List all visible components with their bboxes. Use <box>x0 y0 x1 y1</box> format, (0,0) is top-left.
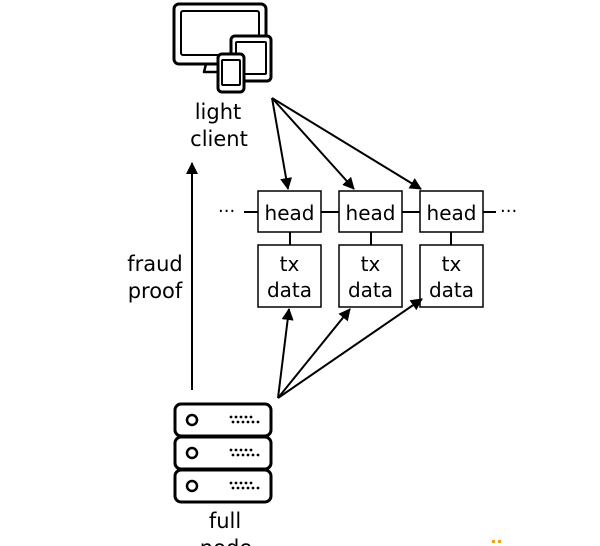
arrow-to-head-2 <box>271 97 355 190</box>
head-box <box>338 190 403 233</box>
watermark-mark <box>492 540 501 543</box>
light-client-label-line1: light <box>195 100 242 124</box>
data-label: data <box>267 278 312 302</box>
head-label: head <box>346 201 396 225</box>
block-3: head tx data <box>419 190 484 308</box>
block-1: head tx data <box>257 190 322 308</box>
arrow-to-head-1 <box>271 97 293 190</box>
full-node-label-line1: full <box>209 509 241 533</box>
block-2: head tx data <box>338 190 403 308</box>
head-label: head <box>265 201 315 225</box>
light-client-label-line2: client <box>190 127 248 151</box>
arrow-to-head-3 <box>271 97 422 190</box>
arrow-to-data-3 <box>277 298 423 399</box>
arrow-to-data-2 <box>277 308 351 399</box>
full-node-label-line2: node <box>200 536 252 546</box>
tx-data-box <box>338 244 403 308</box>
chain-ellipsis-right: ··· <box>500 201 517 222</box>
data-label: data <box>348 278 393 302</box>
tx-label: tx <box>442 252 462 276</box>
arrow-to-data-1 <box>277 308 294 399</box>
server-stack-icon <box>173 402 273 504</box>
fraud-proof-label-line1: fraud <box>127 252 183 276</box>
chain-ellipsis-left: ··· <box>218 201 235 222</box>
fraud-proof-label-line2: proof <box>128 279 183 303</box>
tx-label: tx <box>361 252 381 276</box>
devices-icon <box>172 2 273 94</box>
tx-data-box <box>419 244 484 308</box>
chain-links <box>244 211 496 245</box>
head-box <box>419 190 484 233</box>
tx-data-box <box>257 244 322 308</box>
header-arrows <box>271 97 422 190</box>
head-label: head <box>427 201 477 225</box>
data-arrows <box>277 298 423 399</box>
head-box <box>257 190 322 233</box>
data-label: data <box>429 278 474 302</box>
tx-label: tx <box>280 252 300 276</box>
